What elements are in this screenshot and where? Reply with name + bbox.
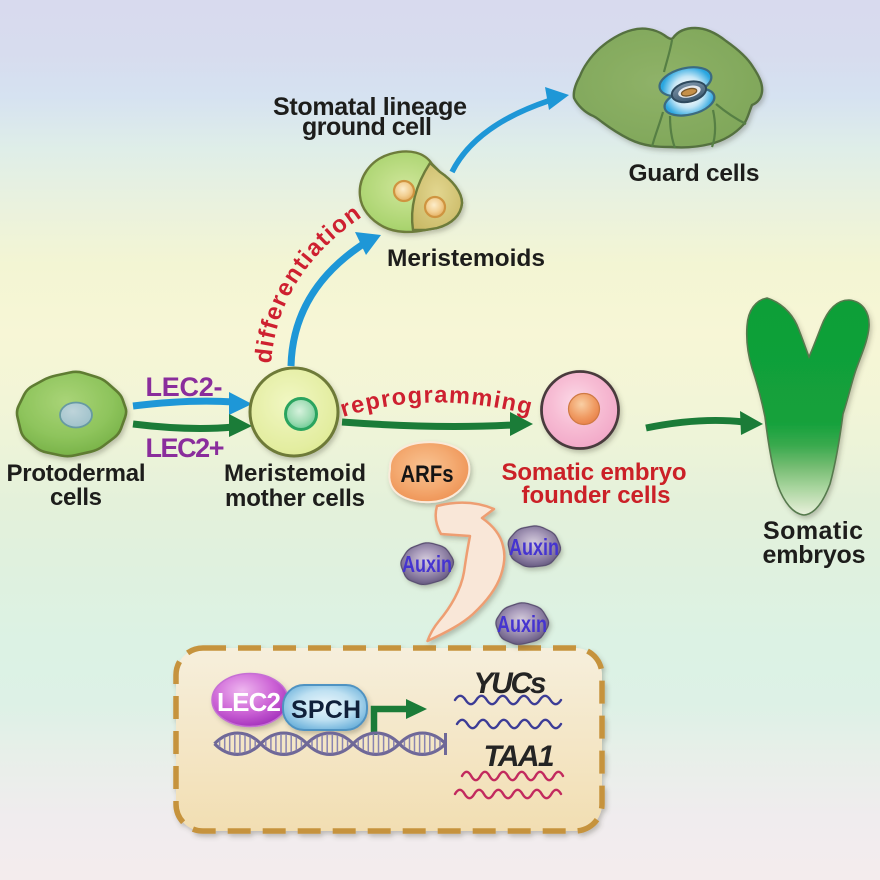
svg-text:embryos: embryos <box>763 541 866 569</box>
svg-text:founder cells: founder cells <box>522 482 671 509</box>
svg-text:Meristemoid: Meristemoid <box>224 460 366 487</box>
svg-text:Auxin: Auxin <box>402 551 452 577</box>
svg-text:ARFs: ARFs <box>401 461 454 488</box>
svg-text:LEC2-: LEC2- <box>146 372 223 402</box>
svg-text:differentiation: differentiation <box>250 199 367 365</box>
svg-text:SPCH: SPCH <box>291 696 361 724</box>
svg-text:Somatic embryo: Somatic embryo <box>502 459 687 486</box>
svg-text:YUCs: YUCs <box>474 667 547 700</box>
svg-text:LEC2+: LEC2+ <box>146 433 225 463</box>
svg-text:Stomatal lineage: Stomatal lineage <box>273 93 467 121</box>
svg-text:Somatic: Somatic <box>763 517 863 545</box>
svg-text:Meristemoids: Meristemoids <box>387 245 545 272</box>
svg-text:LEC2: LEC2 <box>217 687 281 717</box>
svg-text:mother cells: mother cells <box>225 485 365 512</box>
svg-text:TAA1: TAA1 <box>484 740 555 773</box>
svg-text:Auxin: Auxin <box>497 611 547 637</box>
svg-text:Auxin: Auxin <box>509 534 559 560</box>
svg-text:cells: cells <box>50 484 102 511</box>
svg-text:ground cell: ground cell <box>302 113 432 141</box>
svg-text:Protodermal: Protodermal <box>7 460 146 487</box>
svg-text:Guard cells: Guard cells <box>629 160 760 187</box>
svg-text:reprogramming: reprogramming <box>337 381 536 421</box>
